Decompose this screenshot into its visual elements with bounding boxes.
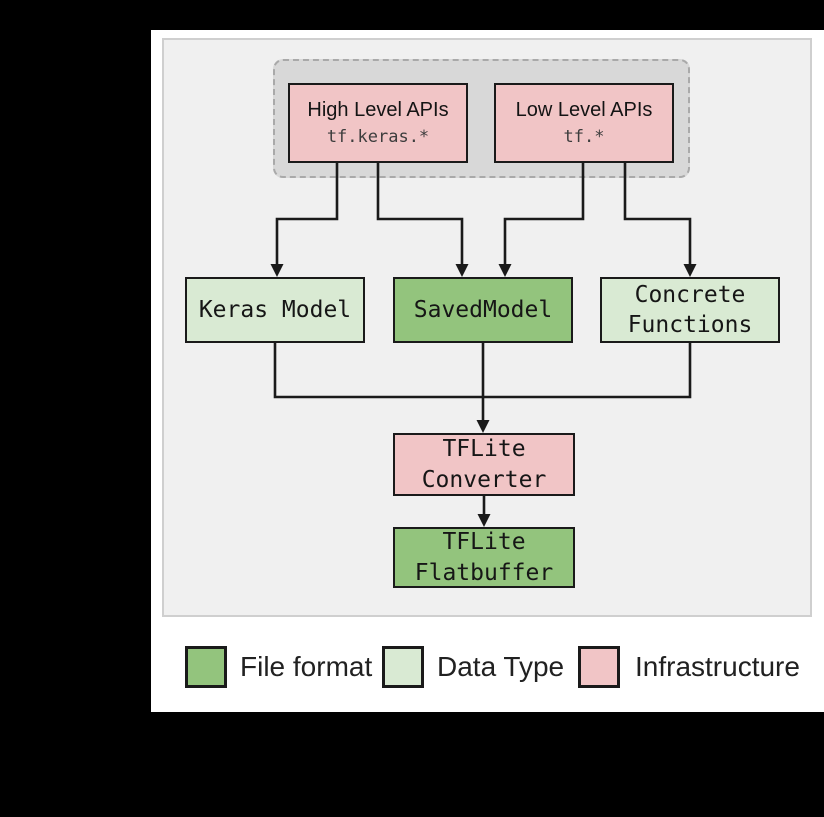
saved-model-label: SavedModel xyxy=(413,296,553,323)
legend-label-data-type: Data Type xyxy=(437,651,565,682)
node-high-level-apis: High Level APIs tf.keras.* xyxy=(288,83,468,163)
high-level-apis-subtitle: tf.keras.* xyxy=(326,127,430,147)
low-level-apis-title: Low Level APIs xyxy=(515,99,653,121)
low-level-apis-subtitle: tf.* xyxy=(563,127,605,147)
legend-label-file-format: File format xyxy=(240,651,373,682)
node-keras-model: Keras Model xyxy=(185,277,365,343)
legend-swatch-data-type xyxy=(382,646,424,688)
node-saved-model: SavedModel xyxy=(393,277,573,343)
concrete-functions-label-line2: Functions xyxy=(627,312,753,338)
legend-label-infrastructure: Infrastructure xyxy=(635,651,800,682)
legend-swatch-infrastructure xyxy=(578,646,620,688)
tflite-flatbuffer-label-line1: TFLite xyxy=(442,529,526,556)
node-low-level-apis: Low Level APIs tf.* xyxy=(494,83,674,163)
legend-swatch-file-format xyxy=(185,646,227,688)
node-concrete-functions: Concrete Functions xyxy=(600,277,780,343)
diagram-card: High Level APIs tf.keras.* Low Level API… xyxy=(151,30,824,712)
tflite-converter-label-line1: TFLite xyxy=(442,436,526,463)
node-tflite-converter: TFLite Converter xyxy=(393,433,575,496)
high-level-apis-title: High Level APIs xyxy=(307,99,449,121)
keras-model-label: Keras Model xyxy=(198,296,352,323)
node-tflite-flatbuffer: TFLite Flatbuffer xyxy=(393,527,575,588)
tflite-converter-label-line2: Converter xyxy=(421,466,547,493)
tflite-flatbuffer-label-line2: Flatbuffer xyxy=(414,559,554,586)
concrete-functions-label-line1: Concrete xyxy=(634,281,746,308)
